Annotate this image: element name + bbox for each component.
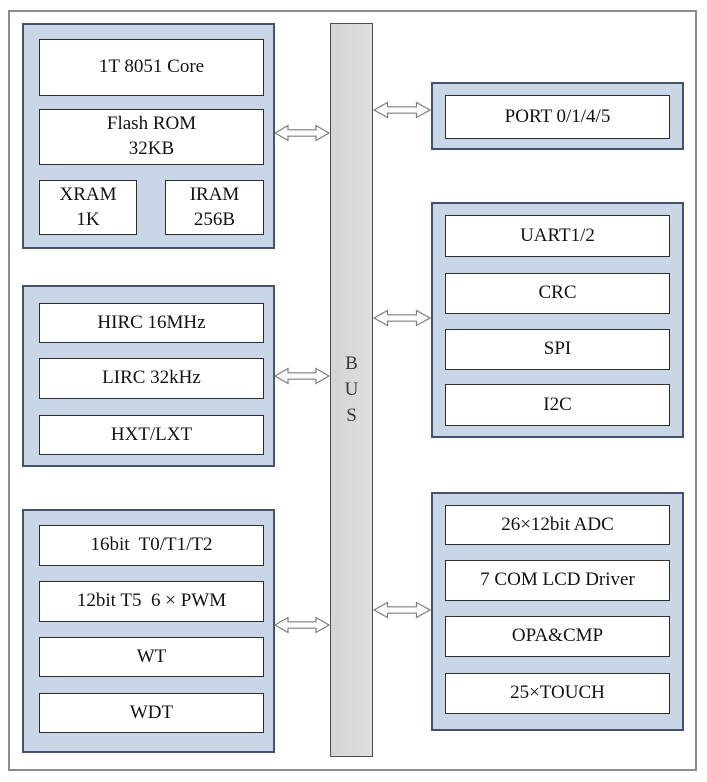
block-adc: 26×12bit ADC <box>445 505 670 545</box>
group-analog: 26×12bit ADC 7 COM LCD Driver OPA&CMP 25… <box>431 492 684 731</box>
block-xram: XRAM 1K <box>39 180 137 235</box>
block-timer-pwm: 12bit T5 6 × PWM <box>39 581 264 622</box>
block-hirc: HIRC 16MHz <box>39 303 264 343</box>
block-wdt: WDT <box>39 693 264 733</box>
block-hxt-lxt: HXT/LXT <box>39 415 264 455</box>
block-crc: CRC <box>445 273 670 314</box>
bus-arrow-clocks-icon <box>274 366 330 386</box>
block-spi: SPI <box>445 329 670 370</box>
bus-arrow-timers-icon <box>274 615 330 635</box>
group-core-memory: 1T 8051 Core Flash ROM 32KB XRAM 1K IRAM… <box>22 23 275 249</box>
block-opa-cmp: OPA&CMP <box>445 616 670 657</box>
bus-arrow-analog-icon <box>373 600 431 620</box>
block-touch: 25×TOUCH <box>445 673 670 714</box>
bus-label: B U S <box>344 353 359 426</box>
bus-arrow-ports-icon <box>373 100 431 120</box>
block-8051-core: 1T 8051 Core <box>39 39 264 96</box>
block-iram: IRAM 256B <box>165 180 264 235</box>
block-flash-rom: Flash ROM 32KB <box>39 109 264 165</box>
bus-bar: B U S <box>330 23 373 757</box>
block-uart: UART1/2 <box>445 215 670 257</box>
block-port: PORT 0/1/4/5 <box>445 95 670 139</box>
block-lcd-driver: 7 COM LCD Driver <box>445 560 670 601</box>
block-wt: WT <box>39 637 264 677</box>
group-communications: UART1/2 CRC SPI I2C <box>431 202 684 438</box>
group-clocks: HIRC 16MHz LIRC 32kHz HXT/LXT <box>22 285 275 467</box>
block-lirc: LIRC 32kHz <box>39 358 264 399</box>
group-timers: 16bit T0/T1/T2 12bit T5 6 × PWM WT WDT <box>22 509 275 753</box>
bus-arrow-comms-icon <box>373 308 431 328</box>
group-ports: PORT 0/1/4/5 <box>431 82 684 150</box>
bus-arrow-core-icon <box>274 123 330 143</box>
block-i2c: I2C <box>445 384 670 426</box>
block-timers-16bit: 16bit T0/T1/T2 <box>39 525 264 566</box>
